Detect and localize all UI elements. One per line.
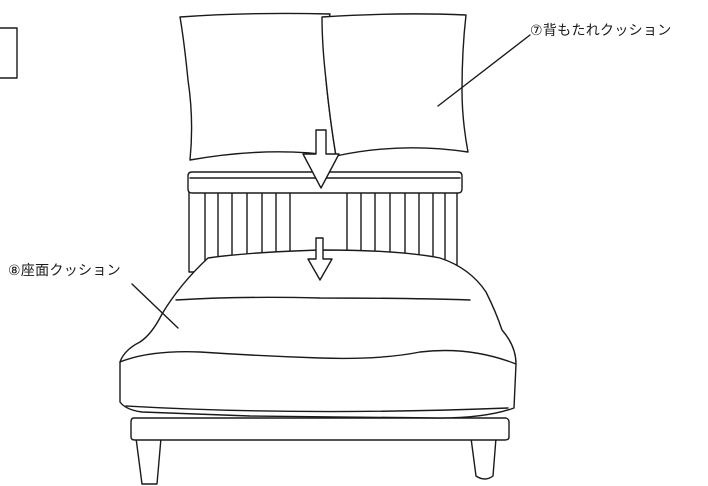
down-arrow-back-cushion — [302, 129, 340, 189]
leader-line-back-cushion — [437, 34, 531, 107]
seat-cushion-label: ⑧座面クッション — [8, 263, 121, 279]
down-arrow-seat-cushion — [307, 237, 333, 281]
seat-cushion — [119, 249, 517, 419]
leader-line-seat-cushion — [131, 283, 179, 329]
back-cushion-left — [179, 12, 337, 161]
back-cushion-right — [321, 13, 469, 157]
bed-base-frame — [130, 417, 510, 441]
seat-cushion-top-seam — [175, 296, 471, 301]
headboard-top-rail — [187, 171, 463, 194]
headboard-post-left — [188, 191, 206, 273]
partial-box — [0, 27, 18, 79]
seat-cushion-front-edge — [119, 349, 517, 365]
headboard-slats — [217, 191, 434, 263]
seat-cushion-bottom-seam — [125, 405, 509, 413]
bed-leg-left — [135, 437, 162, 485]
bed-leg-right — [470, 437, 497, 480]
back-cushion-label: ⑦背もたれクッション — [530, 23, 672, 39]
